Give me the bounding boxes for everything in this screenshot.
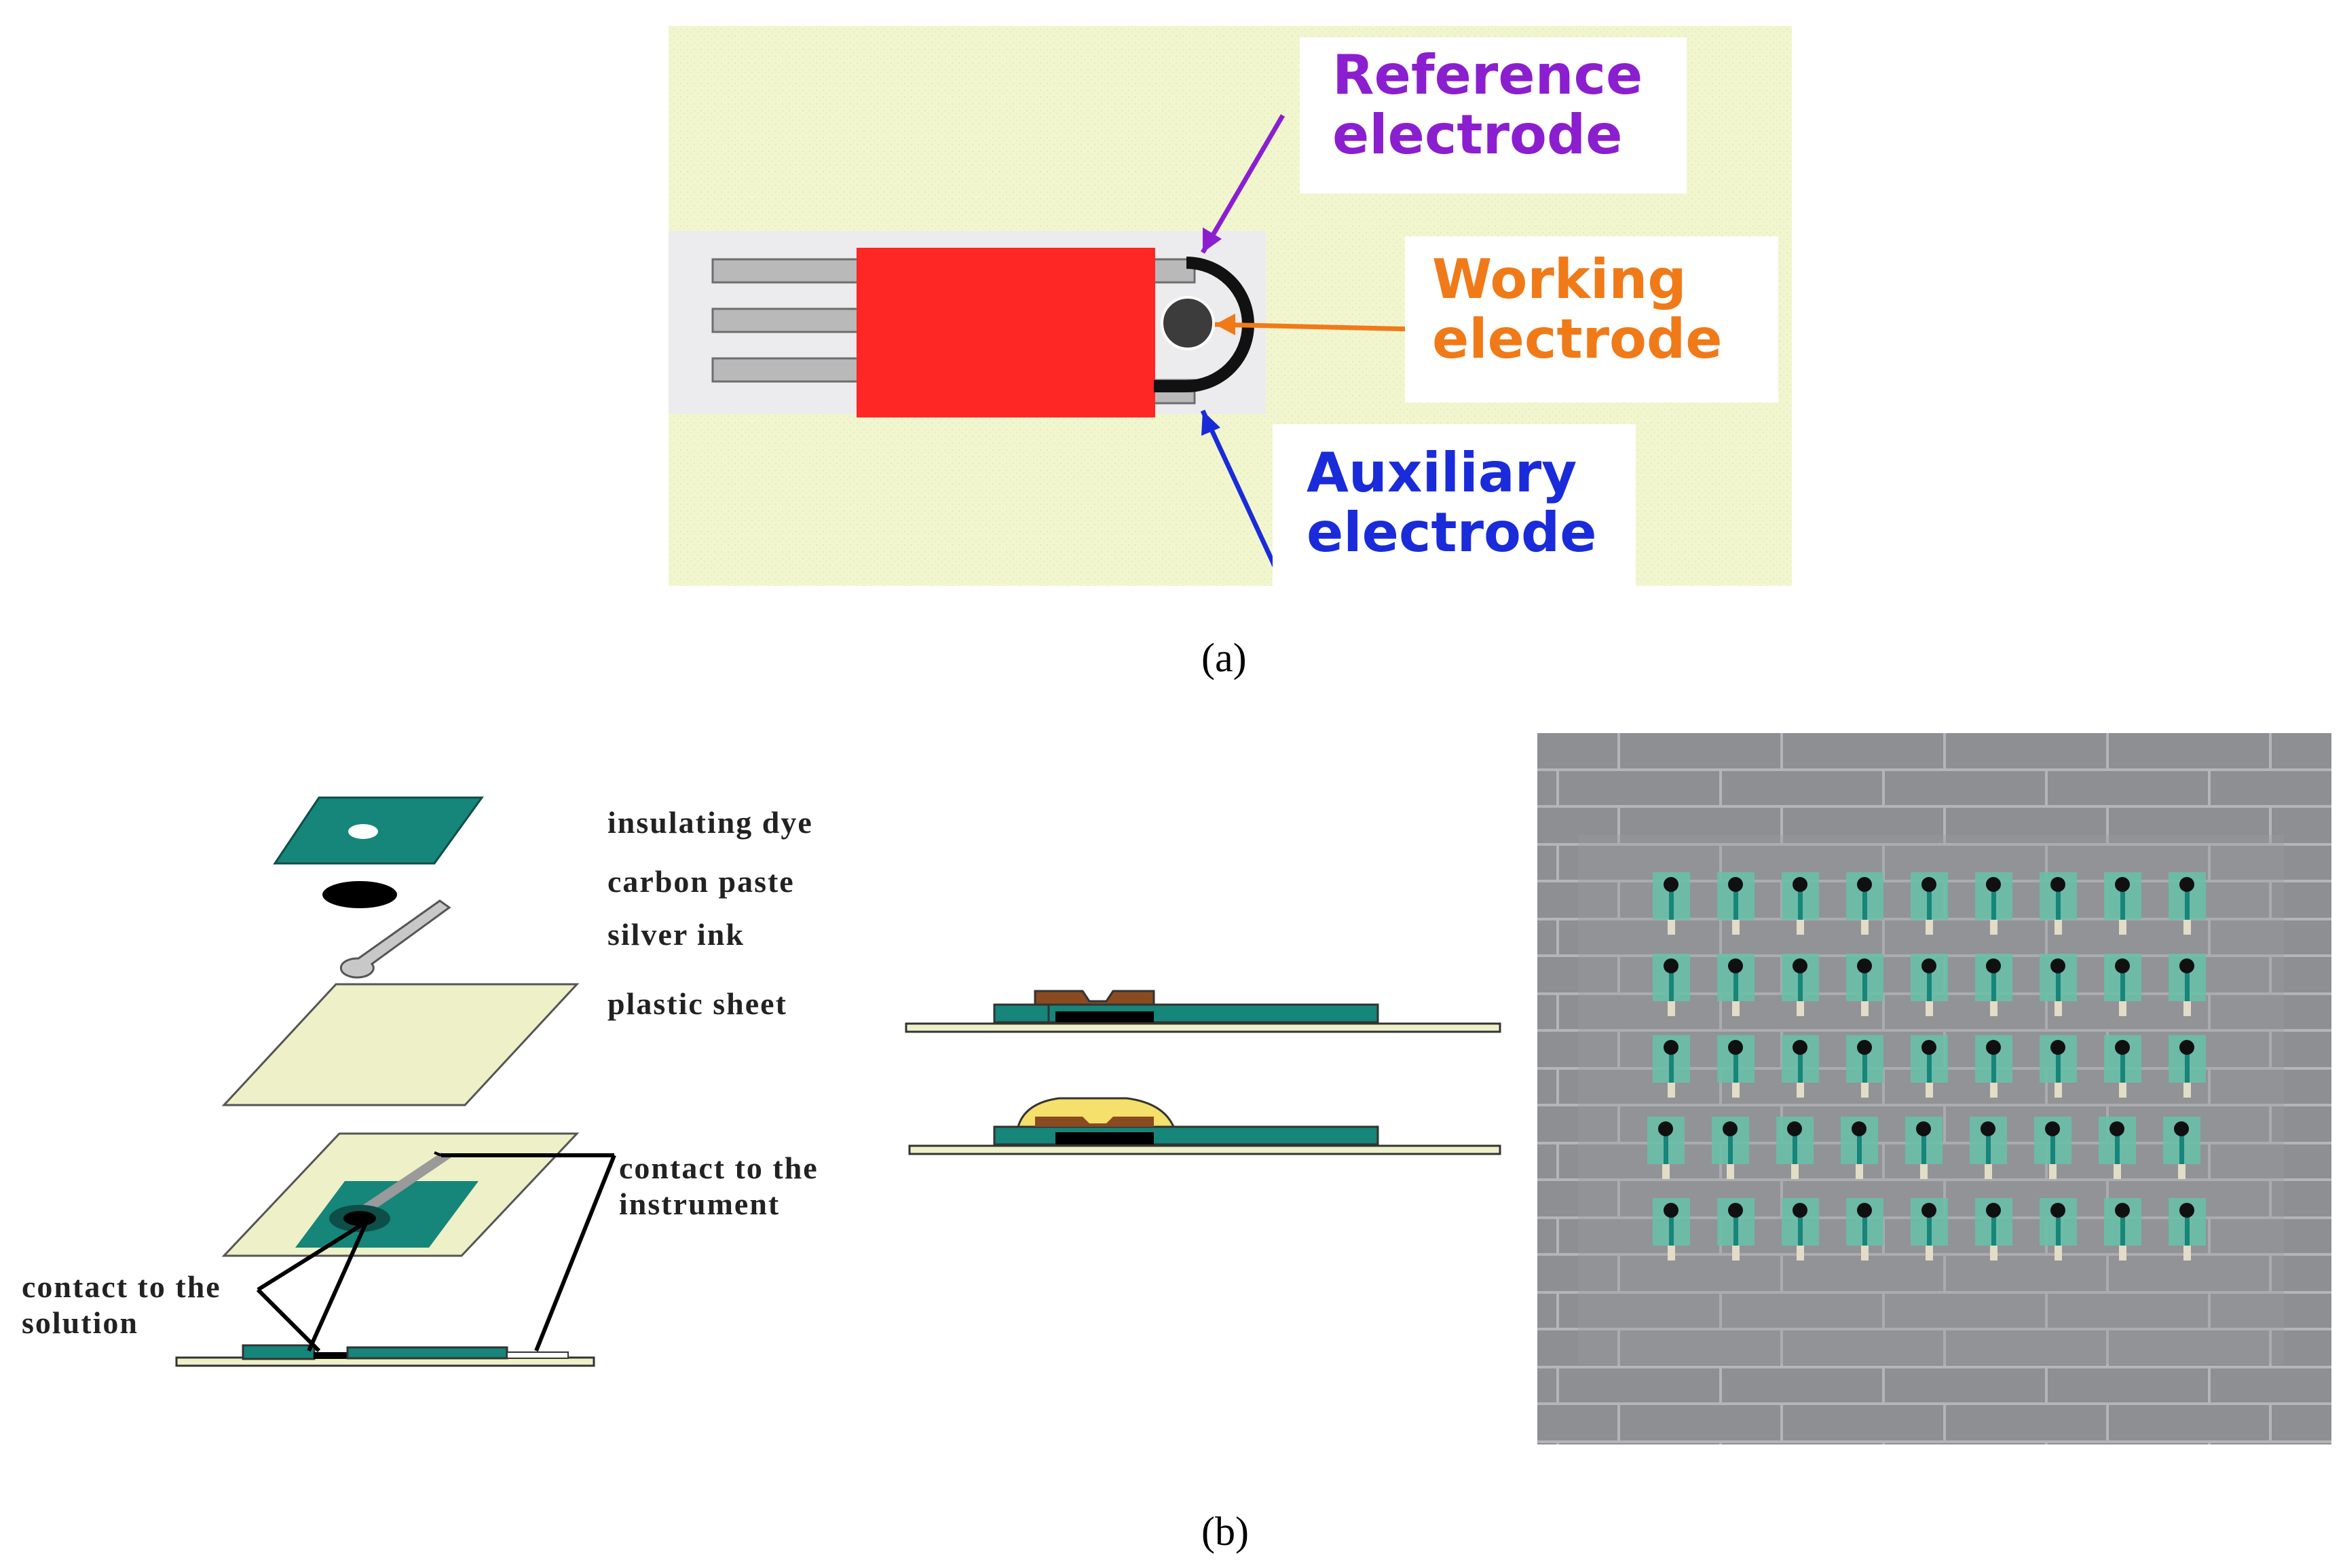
electrode-2-2 xyxy=(1717,954,1755,1016)
electrode-5-7 xyxy=(2040,1198,2077,1261)
electrode-2-8 xyxy=(2104,954,2141,1016)
electrode-5-8 xyxy=(2104,1198,2141,1261)
electrode-2-4 xyxy=(1846,954,1883,1016)
insulating-pad xyxy=(857,248,1155,417)
electrode-1-9 xyxy=(2169,872,2206,935)
working-arrow xyxy=(1214,322,1416,332)
electrode-5-3 xyxy=(1782,1198,1819,1261)
electrode-2-9 xyxy=(2169,954,2206,1016)
electrode-2-5 xyxy=(1911,954,1948,1016)
electrode-1-2 xyxy=(1717,872,1755,935)
cross-section-2 xyxy=(908,1097,1501,1155)
electrode-5-5 xyxy=(1911,1198,1948,1261)
carbon-paste-layer xyxy=(322,881,397,908)
electrode-3-1 xyxy=(1653,1035,1690,1098)
electrode-5-9 xyxy=(2169,1198,2206,1261)
instrument-leader-2 xyxy=(534,1154,616,1352)
electrode-5-4 xyxy=(1846,1198,1883,1261)
silver-ink-layer xyxy=(339,899,451,979)
cross-section-1 xyxy=(905,990,1501,1033)
plastic-sheet-layer xyxy=(221,983,580,1106)
electrode-3-9 xyxy=(2169,1035,2206,1098)
electrode-4-9 xyxy=(2163,1117,2200,1179)
electrode-4-7 xyxy=(2034,1117,2071,1179)
working-electrode-disc xyxy=(1161,296,1215,350)
reference-electrode-label: Reference electrode xyxy=(1300,37,1687,193)
label-contact-instrument: contact to the instrument xyxy=(619,1151,819,1221)
electrode-3-6 xyxy=(1975,1035,2012,1098)
label-contact-solution: contact to the solution xyxy=(22,1269,221,1340)
auxiliary-electrode-label: Auxiliary electrode xyxy=(1273,424,1636,586)
caption-a: (a) xyxy=(1201,635,1247,680)
insulating-dye-layer xyxy=(273,796,484,865)
electrode-1-7 xyxy=(2040,872,2077,935)
electrode-2-1 xyxy=(1653,954,1690,1016)
electrode-2-3 xyxy=(1782,954,1819,1016)
electrode-3-3 xyxy=(1782,1035,1819,1098)
electrode-4-2 xyxy=(1712,1117,1749,1179)
electrode-1-1 xyxy=(1653,872,1690,935)
electrode-1-4 xyxy=(1846,872,1883,935)
electrode-5-1 xyxy=(1653,1198,1690,1261)
electrode-5-6 xyxy=(1975,1198,2012,1261)
label-insulating-dye: insulating dye xyxy=(607,805,813,840)
electrode-1-6 xyxy=(1975,872,2012,935)
electrode-4-8 xyxy=(2099,1117,2136,1179)
electrode-3-2 xyxy=(1717,1035,1755,1098)
electrode-array-photo xyxy=(1537,733,2331,1444)
electrode-4-5 xyxy=(1905,1117,1943,1179)
electrode-4-3 xyxy=(1776,1117,1814,1179)
electrode-4-1 xyxy=(1647,1117,1685,1179)
electrode-2-6 xyxy=(1975,954,2012,1016)
electrode-4-6 xyxy=(1970,1117,2007,1179)
contact-line-1 xyxy=(711,258,867,284)
label-plastic-sheet: plastic sheet xyxy=(607,986,787,1021)
electrode-1-8 xyxy=(2104,872,2141,935)
photo-drawing xyxy=(1537,733,2331,1444)
electrode-1-5 xyxy=(1911,872,1948,935)
label-carbon-paste: carbon paste xyxy=(607,864,795,899)
caption-b: (b) xyxy=(1201,1509,1249,1554)
electrode-5-2 xyxy=(1717,1198,1755,1261)
electrode-1-3 xyxy=(1782,872,1819,935)
reference-arrow xyxy=(1200,114,1286,254)
electrode-4-4 xyxy=(1841,1117,1878,1179)
electrode-3-4 xyxy=(1846,1035,1883,1098)
electrode-3-7 xyxy=(2040,1035,2077,1098)
label-silver-ink: silver ink xyxy=(607,917,745,952)
working-electrode-label: Working electrode xyxy=(1405,236,1778,403)
electrode-2-7 xyxy=(2040,954,2077,1016)
electrode-3-8 xyxy=(2104,1035,2141,1098)
electrode-3-5 xyxy=(1911,1035,1948,1098)
solution-leader xyxy=(257,1216,371,1352)
auxiliary-arrow xyxy=(1200,409,1286,585)
